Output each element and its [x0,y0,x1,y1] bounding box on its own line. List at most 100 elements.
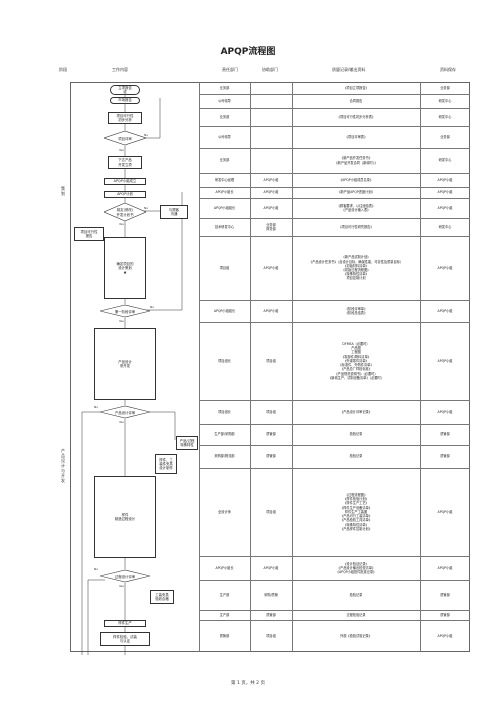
table-cell-keeper: APQP小组 [420,236,470,300]
table-cell-text: 公司领导 [218,134,231,139]
table-cell-text: 全设计师 [218,509,231,514]
row-divider [199,580,470,581]
table-cell-text: 研发中心 [438,114,452,119]
table-cell-assist: 质管部 [250,610,292,620]
table-cell-text: 《阶段评审单》 [344,306,368,311]
table-cell-dept: 项目组长 [199,400,250,424]
table-cell-dept: 采购部/物流部 [199,445,250,468]
project-launch-box: 下达产品开发立项 [108,156,142,169]
header-stage: 阶段 [59,67,67,72]
table-cell-assist: APQP小组 [250,236,292,300]
table-cell-text: 《新产品开发任务书》 [340,156,372,161]
table-cell-text: 研发中心 [438,224,452,229]
customer-confirm-box: 与顾客沟通 [160,205,188,219]
table-cell-assist: 项目组 [250,400,292,424]
page-footer: 第 1 页，共 2 页 [231,681,265,686]
feasibility-box: 项目可行性初步分析 [108,112,142,124]
table-cell-dept: 生产部/采购部 [199,424,250,445]
col-divider [250,82,251,652]
table-cell-dept: 公司领导 [199,94,250,108]
market-report-box: 市场报告 [110,97,140,104]
tooling-design-box: 样件、工装件夹具设计制作 [155,454,177,474]
feasibility-report-box: 项目可行性报告 [74,227,104,241]
table-cell-record: 《新产品试制计划》《产品设计任务书》（含设计目标、确保性能、可靠性及质量目标）《… [292,236,420,300]
table-cell-dept: 生产部 [199,610,250,620]
row-divider [199,556,470,557]
table-cell-text: 质管部 [266,612,276,617]
table-cell-text: 《初始材料清单》 [343,263,369,268]
table-cell-text: APQP小组 [437,205,453,210]
yes-label: Yes [119,319,124,323]
apqp-plan-box: APQP计划 [104,191,146,198]
table-cell-assist [250,126,292,148]
row-divider [199,187,470,188]
table-cell-text: 业务部 [219,114,230,119]
table-cell-record: 《新产品APQP进度计划》 [292,187,420,198]
table-cell-assist: APQP小组 [250,198,292,218]
header-dept: 责任部门 [222,67,238,72]
row-divider [199,126,470,127]
table-cell-text: 《项目可行性初步分析表》 [336,114,376,119]
table-cell-record: 《过程流程图》《样件检验计划》《样件生产工艺》《样件生产设备清单》样件生产工装图… [292,468,420,556]
table-cell-text: 项目控制计划 [346,276,366,281]
table-cell-dept: 项目组 [199,236,250,300]
sample-inspection-box: 样件检验、试装与认证 [100,632,150,646]
table-cell-text: 业务部 [440,134,450,139]
table-cell-text: 《APQP小组首件批准记录》 [335,570,377,575]
table-cell-text: APQP小组 [437,409,453,414]
table-cell-text: 《APQP小组成员名录》 [338,177,374,182]
table-cell-assist: 质管部 [250,424,292,445]
table-cell-text: 检验记录 [349,454,363,459]
table-cell-text: 研发中心 [438,98,452,103]
table-cell-text: 《新产品APQP进度计划》 [337,190,375,195]
table-cell-record: 《阶段评审单》《阶段总结表》 [292,300,420,322]
table-cell-text: 《产品总厂样检标准》 [340,367,372,372]
apqp-team-box: APQP小组成立 [104,178,146,185]
table-cell-text: 项目组 [266,509,276,514]
customer-request-box: 立项报告或 [110,85,140,95]
no-label: No [94,405,99,409]
table-cell-keeper: APQP小组 [420,198,470,218]
table-cell-text: 生产部 [219,612,230,617]
table-cell-record: 《项目可行性初步分析表》 [292,108,420,126]
row-divider [199,148,470,149]
table-cell-record: 《项目可行性研究报告》 [292,218,420,236]
phase1-review-diamond: 第一阶段评审 [100,305,150,317]
table-cell-assist [250,108,292,126]
yes-label: Yes [119,420,124,424]
table-cell-text: 《产品设计任务书》（含设计目标、确保性能、可靠性及质量目标） [308,259,404,264]
table-cell-record: 《项目立项报告》 [292,82,420,94]
table-cell-record: 《顾客要求、以往经验表》《产品设计输入表》 [292,198,420,218]
table-cell-text: 质管部 [440,592,450,597]
table-cell-record: 《产品设计评审记录》 [292,400,420,424]
table-cell-assist: APQP小组 [250,300,292,322]
table-cell-text: 《新增生产、试制设备清单》（必要时） [328,375,384,380]
table-cell-text: APQP小组 [437,265,453,270]
table-cell-keeper: 质管部 [420,424,470,445]
plan-doc-diamond: 制定(修改)开发计划书 [104,203,146,221]
row-divider [199,620,470,621]
no-label: No [144,133,149,137]
table-cell-text: 采购部/物流部 [214,454,235,459]
table-cell-keeper: 质管部 [420,610,470,620]
row-divider [199,424,470,425]
table-cell-record: 检验记录 [292,580,420,610]
table-cell-dept: APQP小组组长 [199,300,250,322]
table-cell-text: 《项目可行性研究报告》 [338,224,374,229]
table-cell-text: 质管部 [440,432,450,437]
row-divider [199,108,470,109]
table-cell-text: 《阶段总结表》 [344,311,368,315]
table-cell-assist: 业务部财务部 [250,218,292,236]
table-cell-text: 项目组 [266,409,276,414]
table-cell-dept: 生产部 [199,580,250,610]
row-divider [199,94,470,95]
table-cell-assist: 项目组 [250,620,292,652]
process-review-diamond: 过程设计评审 [100,570,150,582]
table-cell-text: 《产品检验工具清单》 [340,518,372,523]
table-cell-keeper: 研发中心 [420,94,470,108]
table-cell-record: DFMEA（必要时）产品图工程图《零部件/物料清单》《外观零件清单》《标准件、外… [292,322,420,400]
table-cell-dept: 全设计师 [199,468,250,556]
table-cell-record: 《项目评审表》 [292,126,420,148]
table-cell-text: 《新产品开发合同（新增时）》 [334,160,378,165]
table-cell-text: 《样件检验计划》 [343,497,369,502]
